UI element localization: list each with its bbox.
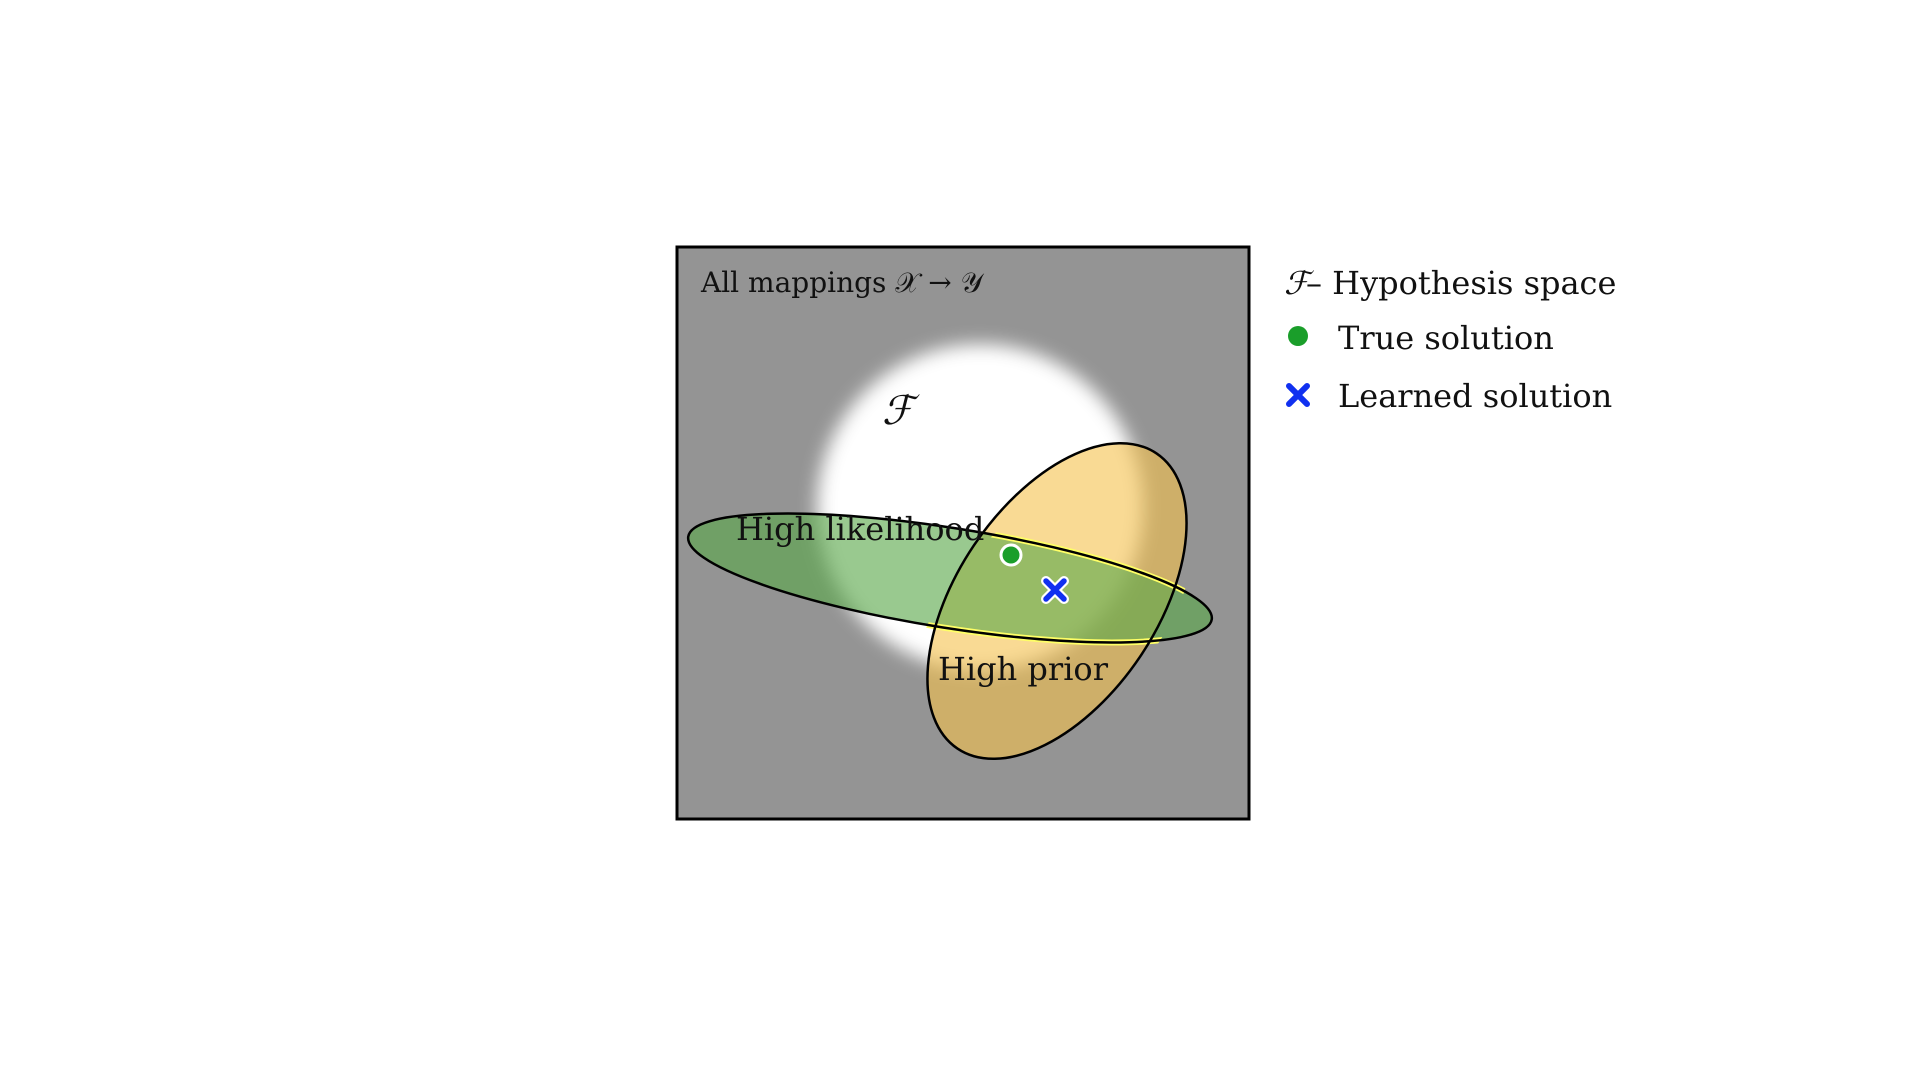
legend-true-label: True solution [1338,319,1554,357]
legend-learned-marker [1286,383,1310,407]
high-prior-label: High prior [938,650,1109,688]
high-likelihood-label: High likelihood [736,510,984,548]
high-prior-outline [926,441,1188,761]
legend-learned-label: Learned solution [1338,377,1612,415]
true-solution-marker [999,543,1023,567]
legend-true-marker [1288,326,1308,346]
legend: ℱ – Hypothesis space True solution Learn… [1284,264,1616,415]
all-mappings-box-border [675,245,1251,821]
high-likelihood-outline [686,512,1214,644]
all-mappings-label: All mappings 𝒳 → 𝒴 [700,266,985,299]
learned-solution-marker [1041,576,1069,604]
legend-hypothesis-label: – Hypothesis space [1306,264,1616,302]
high-likelihood-region [688,513,1212,643]
